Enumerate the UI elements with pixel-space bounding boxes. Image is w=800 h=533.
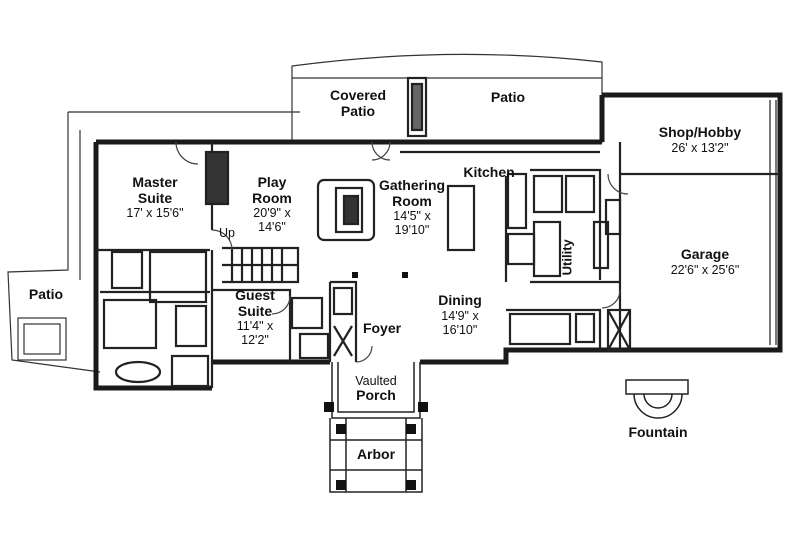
garage-label: Garage 22'6" x 25'6" [670,246,740,277]
door-swings [175,141,629,363]
gathering-room-label: Gathering Room 14'5" x 19'10" [378,177,446,238]
fountain-label: Fountain [628,424,688,440]
kitchen-label: Kitchen [463,164,515,180]
guest-suite-label: Guest Suite 11'4" x 12'2" [235,287,275,348]
utility-label: Utility [559,239,575,276]
foyer-label: Foyer [362,320,402,336]
interior-walls [96,76,780,388]
outer-patio-outlines [7,53,603,373]
fountain-shape [625,379,689,419]
shop-hobby-label: Shop/Hobby 26' x 13'2" [658,124,742,155]
stairs-up-label: Up [219,226,235,240]
vaulted-porch-label: Vaulted Porch [355,374,397,403]
porch-columns [324,272,428,490]
dining-label: Dining 14'9" x 16'10" [438,292,482,337]
patio-left-label: Patio [28,286,64,302]
play-room-label: Play Room 20'9" x 14'6" [252,174,292,235]
arbor-label: Arbor [356,446,396,462]
spa-tub [17,317,67,361]
patio-back-label: Patio [490,89,526,105]
covered-patio-label: Covered Patio [329,87,387,119]
exterior-walls [93,92,783,391]
master-suite-label: Master Suite 17' x 15'6" [126,174,184,221]
